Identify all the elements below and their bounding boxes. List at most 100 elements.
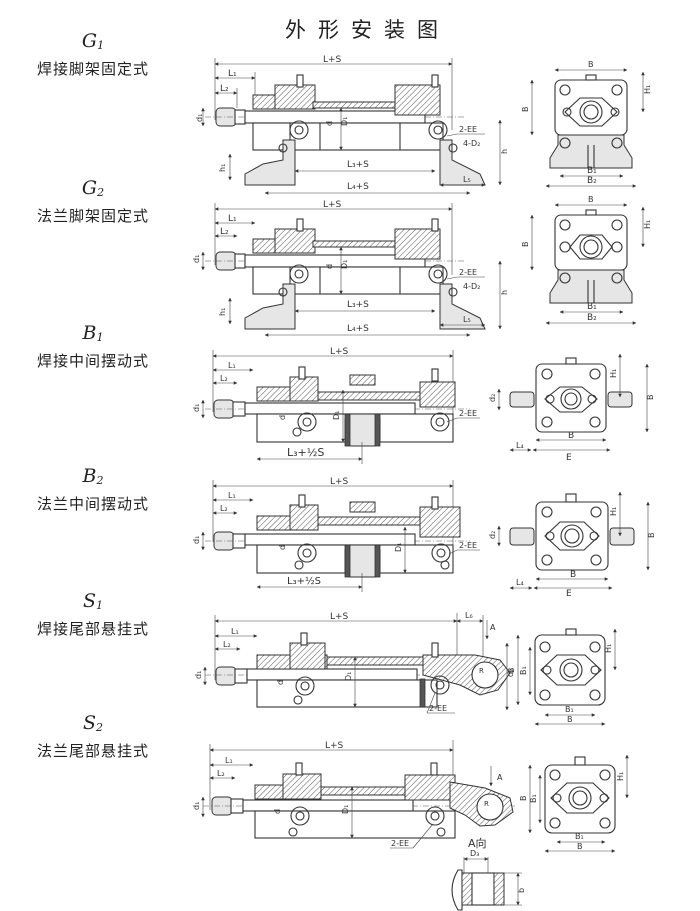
mode-label-g2: G2 法兰脚架固定式 bbox=[18, 177, 168, 226]
dim-h1-end: H₁ bbox=[609, 507, 618, 516]
dim-d1-bore: D₁ bbox=[340, 117, 349, 126]
dim-b-vertical: B bbox=[646, 395, 655, 401]
dim-e: E bbox=[566, 453, 572, 463]
mode-label-s2: S2 法兰尾部悬挂式 bbox=[18, 712, 168, 761]
dim-b-vertical: B bbox=[647, 533, 656, 539]
dim-l1: L₁ bbox=[231, 627, 239, 636]
dim-d1: d₁ bbox=[192, 255, 201, 263]
dim-l2: L₂ bbox=[220, 504, 228, 513]
dim-l2: L₂ bbox=[223, 640, 231, 649]
dim-b-vertical: B bbox=[521, 107, 530, 113]
dim-d-rod: d bbox=[325, 264, 334, 269]
dim-h1: h₁ bbox=[218, 308, 227, 316]
dim-d-rod: d bbox=[276, 680, 285, 685]
dim-d1: d₁ bbox=[194, 671, 203, 679]
dim-d1-bore: D₁ bbox=[344, 672, 353, 681]
dim-l1: L₁ bbox=[228, 214, 237, 224]
dim-d1: d₁ bbox=[192, 404, 201, 412]
mode-name: 法兰脚架固定式 bbox=[36, 207, 149, 225]
dim-l-plus-s: L+S bbox=[330, 477, 349, 487]
mode-code: B2 bbox=[82, 465, 104, 487]
dim-l4: L₄ bbox=[516, 578, 524, 587]
dim-l4-plus-s: L₄+S bbox=[347, 324, 369, 334]
g2-end-view: B B H₁ B₁ B₂ bbox=[521, 195, 652, 325]
mode-code: G1 bbox=[81, 30, 105, 52]
mode-name: 法兰尾部悬挂式 bbox=[36, 742, 149, 760]
dim-l3-plus-s: L₃+S bbox=[347, 160, 369, 170]
dim-d-rod: d bbox=[273, 809, 282, 814]
dim-b-vertical: B bbox=[519, 796, 528, 802]
dim-h1-end: H₁ bbox=[643, 220, 652, 229]
dim-d2: d₂ bbox=[506, 669, 515, 677]
label-bolts: 4-D₂ bbox=[463, 139, 480, 148]
dim-l2: L₂ bbox=[220, 227, 229, 237]
label-view-a-arrow: A bbox=[490, 623, 496, 632]
dim-d1: d₁ bbox=[192, 802, 201, 810]
dim-l5: L₅ bbox=[463, 315, 471, 324]
mode-label-b2: B2 法兰中间摆动式 bbox=[18, 465, 168, 514]
dim-h1-end: H₁ bbox=[643, 85, 652, 94]
dim-l-plus-s: L+S bbox=[330, 347, 349, 357]
dim-l-plus-s: L+S bbox=[323, 55, 342, 65]
label-ports: 2-EE bbox=[459, 409, 477, 418]
mode-code: B1 bbox=[82, 322, 104, 344]
dim-l1: L₁ bbox=[225, 756, 233, 765]
dim-l5: L₅ bbox=[463, 175, 471, 184]
dim-l3-half-s: L₃+½S bbox=[287, 446, 324, 459]
mode-name: 焊接脚架固定式 bbox=[36, 60, 149, 78]
dim-d1-bore: D₁ bbox=[341, 805, 350, 814]
dim-b: B bbox=[588, 60, 594, 69]
b1-side-view: L+S L₁ L₂ d₁ D₁ d 2-EE L₃+½S bbox=[192, 347, 480, 464]
dim-l2: L₂ bbox=[217, 769, 225, 778]
dim-d1-bore: D₁ bbox=[332, 411, 341, 420]
dim-d1: d₁ bbox=[192, 536, 201, 544]
dim-d1-bore: D₁ bbox=[394, 543, 403, 552]
s1-end-view: B B₁ H₁ B₁ B bbox=[507, 628, 617, 726]
dim-b-vertical: B bbox=[507, 668, 516, 674]
label-ports: 2-EE bbox=[391, 839, 409, 848]
dim-l2: L₂ bbox=[220, 84, 229, 94]
s2-side-view: L+S L₁ L₂ A d₁ D₁ d 2-EE R bbox=[192, 740, 515, 849]
dim-d-rod: d bbox=[325, 121, 334, 126]
dim-b: B bbox=[568, 431, 574, 441]
dim-l3-half-s: L₃+½S bbox=[287, 575, 321, 587]
dim-b2: B₂ bbox=[587, 176, 597, 186]
label-bolts: 4-D₂ bbox=[463, 282, 480, 291]
dim-e: E bbox=[566, 589, 572, 599]
g1-side-view: L+S L₁ L₂ d₁ D₁ d 2-EE 4-D₂ h₁ h L₃+S L₄… bbox=[195, 55, 509, 195]
dim-l6: L₆ bbox=[465, 611, 473, 620]
dim-b1: B₁ bbox=[565, 705, 574, 714]
dim-b: B bbox=[588, 195, 594, 204]
dim-l1: L₁ bbox=[228, 69, 237, 79]
view-a-label: A向 bbox=[468, 836, 487, 850]
dim-d2: d₂ bbox=[488, 531, 497, 539]
dim-l4: L₄ bbox=[516, 441, 524, 450]
dim-l2: L₂ bbox=[220, 374, 228, 383]
dim-l-plus-s: L+S bbox=[325, 741, 344, 751]
page-title: 外形安装图 bbox=[285, 18, 450, 42]
b2-end-view: d₂ H₁ B B L₄ E bbox=[488, 491, 656, 599]
dim-b1: B₁ bbox=[587, 302, 597, 312]
mode-code: S1 bbox=[82, 590, 104, 612]
g2-side-view: L+S L₁ L₂ d₁ D₁ d 2-EE 4-D₂ h₁ h L₃+S L₄… bbox=[192, 200, 509, 337]
dim-b1-vertical: B₁ bbox=[529, 794, 538, 803]
label-ports: 2-EE bbox=[429, 704, 447, 713]
dim-h1-end: H₁ bbox=[609, 369, 618, 378]
dim-b2: B₂ bbox=[587, 313, 597, 323]
s2-end-view: B B₁ H₁ B₁ B bbox=[519, 754, 629, 853]
dim-h1: h₁ bbox=[218, 164, 227, 172]
dim-d-rod: d bbox=[278, 415, 287, 420]
dim-h: h bbox=[500, 290, 509, 295]
s1-side-view: L+S L₆ A L₁ L₂ d₁ D₁ d 2-EE d₂ R bbox=[194, 611, 515, 714]
dim-b1-vertical: B₁ bbox=[519, 666, 528, 675]
label-ports: 2-EE bbox=[459, 125, 477, 134]
mode-code: S2 bbox=[82, 712, 104, 734]
dim-b-small: b bbox=[517, 888, 526, 893]
dim-b1: B₁ bbox=[587, 166, 597, 176]
mode-label-s1: S1 焊接尾部悬挂式 bbox=[18, 590, 168, 639]
dim-d2: d₂ bbox=[488, 394, 497, 402]
mode-code: G2 bbox=[81, 177, 105, 199]
view-a-detail: A向 D₃ b bbox=[451, 836, 526, 911]
mode-name: 法兰中间摆动式 bbox=[36, 495, 149, 513]
dim-b: B bbox=[577, 842, 583, 851]
